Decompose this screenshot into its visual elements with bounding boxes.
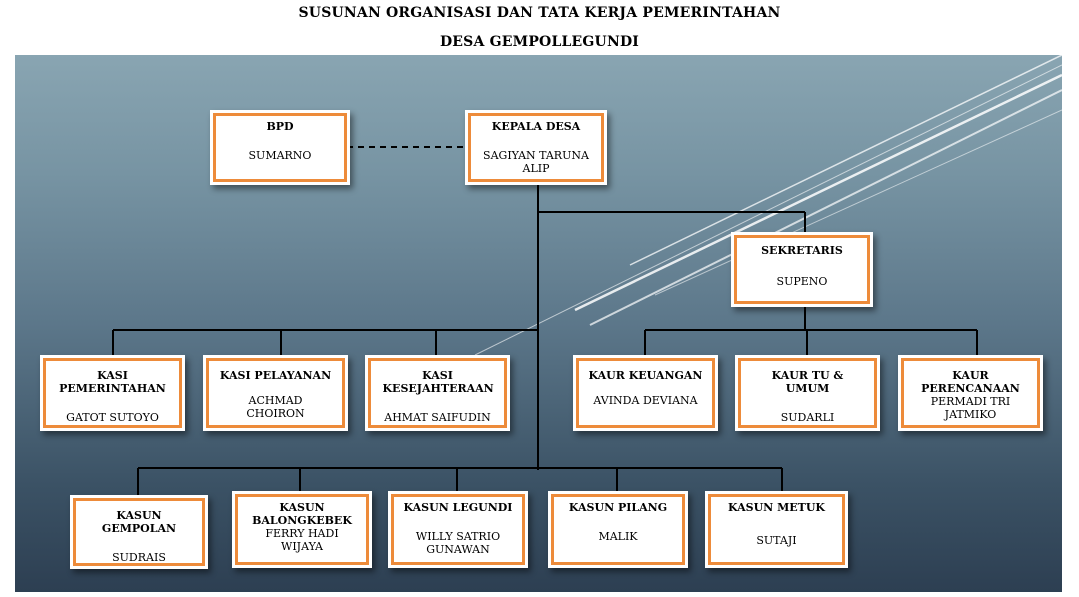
kasun-gempolan-box: KASUN GEMPOLAN SUDRAIS xyxy=(70,495,208,569)
kasi-pemerintahan-box: KASI PEMERINTAHAN GATOT SUTOYO xyxy=(40,355,185,431)
box-role: BPD xyxy=(266,120,294,133)
box-name: SUDRAIS xyxy=(112,551,166,564)
box-name: SAGIYAN TARUNA ALIP xyxy=(483,149,589,175)
sekretaris-box: SEKRETARIS SUPENO xyxy=(731,232,873,307)
box-role: KASUN BALONGKEBEK xyxy=(252,501,352,527)
box-name: WILLY SATRIO GUNAWAN xyxy=(415,530,501,556)
kasun-pilang-box: KASUN PILANG MALIK xyxy=(548,491,688,568)
box-name: GATOT SUTOYO xyxy=(66,411,159,424)
box-role: KASI KESEJAHTERAAN xyxy=(382,369,494,395)
box-name: MALIK xyxy=(598,530,638,543)
kasi-pelayanan-box: KASI PELAYANAN ACHMAD CHOIRON xyxy=(203,355,348,431)
kasi-kesejahteraan-box: KASI KESEJAHTERAAN AHMAT SAIFUDIN xyxy=(365,355,510,431)
kaur-keuangan-box: KAUR KEUANGAN AVINDA DEVIANA xyxy=(573,355,718,431)
box-role: KEPALA DESA xyxy=(491,120,581,133)
box-name: AVINDA DEVIANA xyxy=(593,394,698,407)
kepala-desa-box: KEPALA DESA SAGIYAN TARUNA ALIP xyxy=(465,110,607,185)
kasun-balongkebek-box: KASUN BALONGKEBEK FERRY HADI WIJAYA xyxy=(232,491,372,568)
kasun-metuk-box: KASUN METUK SUTAJI xyxy=(705,491,848,568)
box-name: ACHMAD CHOIRON xyxy=(246,394,305,420)
box-name: PERMADI TRI JATMIKO xyxy=(930,395,1011,421)
kasun-legundi-box: KASUN LEGUNDI WILLY SATRIO GUNAWAN xyxy=(388,491,528,568)
box-name: SUMARNO xyxy=(248,149,312,162)
box-name: AHMAT SAIFUDIN xyxy=(384,411,491,424)
box-name: SUTAJI xyxy=(756,534,797,547)
box-name: SUPENO xyxy=(776,275,828,288)
box-role: KASUN LEGUNDI xyxy=(403,501,513,514)
box-role: KASUN PILANG xyxy=(568,501,668,514)
kaur-perencanaan-box: KAUR PERENCANAAN PERMADI TRI JATMIKO xyxy=(898,355,1043,431)
box-role: SEKRETARIS xyxy=(761,244,843,257)
box-role: KASUN METUK xyxy=(728,501,825,514)
box-role: KAUR PERENCANAAN xyxy=(921,369,1020,395)
box-role: KAUR TU & UMUM xyxy=(771,369,844,395)
box-name: SUDARLI xyxy=(780,411,835,424)
box-role: KASI PEMERINTAHAN xyxy=(59,369,166,395)
box-name: FERRY HADI WIJAYA xyxy=(265,527,339,553)
box-role: KASI PELAYANAN xyxy=(219,369,332,382)
decorative-light-streaks xyxy=(474,55,1062,356)
box-role: KAUR KEUANGAN xyxy=(588,369,703,382)
box-role: KASUN GEMPOLAN xyxy=(101,509,177,535)
kaur-tu-umum-box: KAUR TU & UMUM SUDARLI xyxy=(735,355,880,431)
page-title: SUSUNAN ORGANISASI DAN TATA KERJA PEMERI… xyxy=(298,5,781,21)
connector-lines xyxy=(112,146,978,497)
bpd-box: BPD SUMARNO xyxy=(210,110,350,185)
org-chart-canvas: BPD SUMARNO KEPALA DESA SAGIYAN TARUNA A… xyxy=(15,55,1062,592)
page-subtitle: DESA GEMPOLLEGUNDI xyxy=(439,34,640,50)
